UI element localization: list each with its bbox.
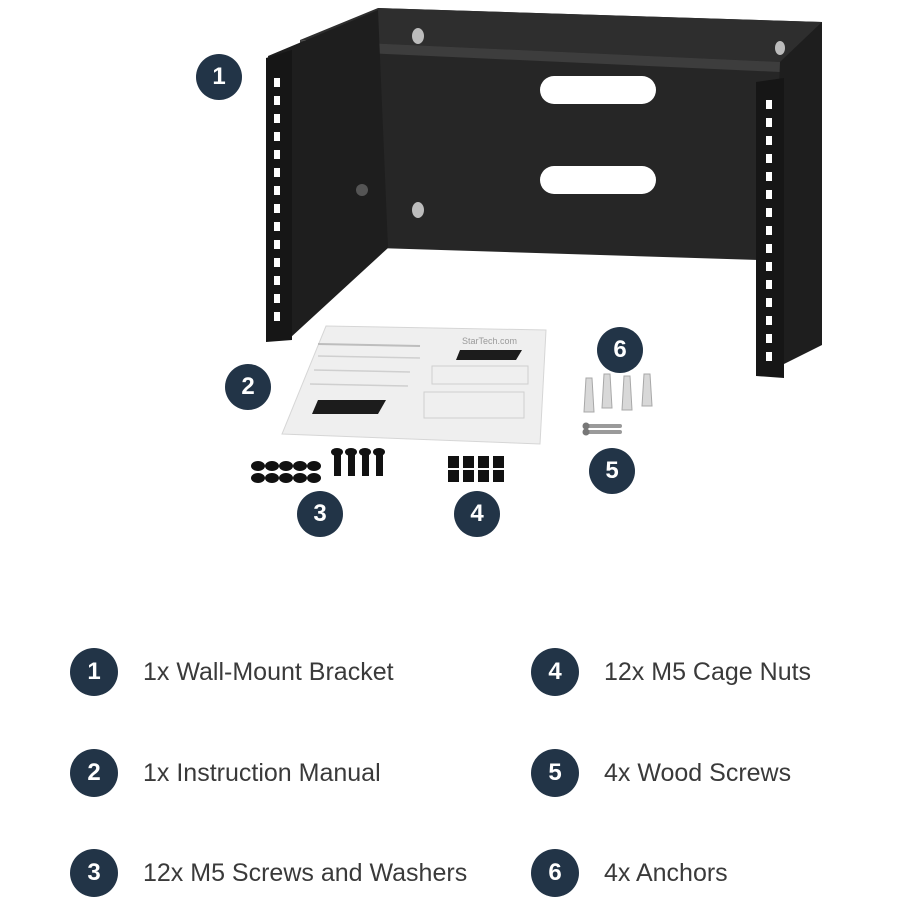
legend-label: 1x Instruction Manual xyxy=(143,758,381,787)
product-illustration: StarTech.com xyxy=(251,8,822,483)
callout-badge-3: 3 xyxy=(297,491,343,537)
legend-badge: 2 xyxy=(70,749,118,797)
callout-badge-5: 5 xyxy=(589,448,635,494)
callout-badge-2: 2 xyxy=(225,364,271,410)
legend-label: 4x Anchors xyxy=(604,858,728,887)
instruction-manual-image: StarTech.com xyxy=(281,325,547,445)
legend-item: 1 1x Wall-Mount Bracket xyxy=(70,648,394,696)
legend-badge: 4 xyxy=(531,648,579,696)
legend-item: 4 12x M5 Cage Nuts xyxy=(531,648,811,696)
legend-label: 12x M5 Screws and Washers xyxy=(143,858,468,887)
wood-screws-image xyxy=(582,422,622,436)
anchors-image xyxy=(583,373,653,413)
callout-badge-1: 1 xyxy=(196,54,242,100)
legend-item: 3 12x M5 Screws and Washers xyxy=(70,849,467,897)
product-photo: StarTech.com xyxy=(196,8,822,537)
legend-badge: 6 xyxy=(531,849,579,897)
screws-and-washers-image xyxy=(251,448,385,483)
cage-nuts-image xyxy=(448,456,504,482)
legend-item: 2 1x Instruction Manual xyxy=(70,749,381,797)
legend-badge: 1 xyxy=(70,648,118,696)
legend-label: 12x M5 Cage Nuts xyxy=(604,657,812,686)
callout-badge-6: 6 xyxy=(597,327,643,373)
legend-label: 1x Wall-Mount Bracket xyxy=(143,657,394,686)
wall-mount-bracket-image xyxy=(266,8,822,378)
legend-item: 5 4x Wood Screws xyxy=(531,749,791,797)
parts-legend: 1 1x Wall-Mount Bracket 2 1x Instruction… xyxy=(0,620,900,900)
legend-label: 4x Wood Screws xyxy=(604,758,792,787)
legend-item: 6 4x Anchors xyxy=(531,849,728,897)
legend-badge: 3 xyxy=(70,849,118,897)
callout-badge-4: 4 xyxy=(454,491,500,537)
legend-badge: 5 xyxy=(531,749,579,797)
manual-brand-text: StarTech.com xyxy=(462,336,517,346)
